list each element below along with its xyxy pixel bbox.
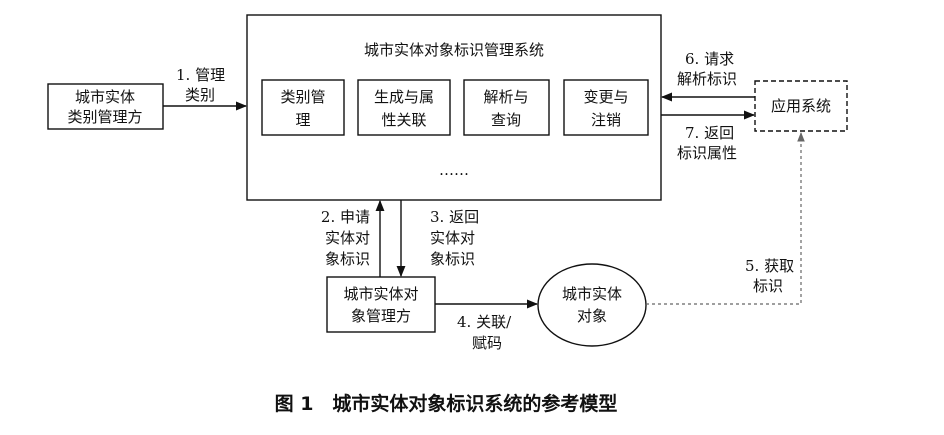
category-manager-label-2: 类别管理方 xyxy=(67,108,142,126)
module-resolve: 解析与 查询 xyxy=(463,79,550,136)
module-resolve-label-2: 查询 xyxy=(491,111,521,129)
module-generate: 生成与属 性关联 xyxy=(357,79,451,136)
module-change-label-1: 变更与 xyxy=(583,88,628,106)
edge-3-label-2: 实体对 xyxy=(430,229,475,247)
more-modules-ellipsis: …… xyxy=(439,161,469,179)
edge-1-label-2: 类别 xyxy=(185,86,215,104)
module-change: 变更与 注销 xyxy=(563,79,649,136)
module-category: 类别管 理 xyxy=(261,79,345,136)
object-manager-node: 城市实体对 象管理方 xyxy=(326,276,436,333)
edge-3-label-3: 象标识 xyxy=(430,250,475,268)
module-resolve-label-1: 解析与 xyxy=(483,88,528,106)
city-object-label-2: 对象 xyxy=(577,307,607,325)
edge-5-label-1: 5. 获取 xyxy=(745,257,794,275)
edge-2-label-2: 实体对 xyxy=(325,229,370,247)
edge-2-label-1: 2. 申请 xyxy=(321,208,370,226)
city-object-node: 城市实体 对象 xyxy=(537,263,647,347)
edge-4-label-1: 4. 关联/ xyxy=(457,313,512,331)
edge-6-label-1: 6. 请求 xyxy=(685,50,734,68)
edge-2-label-3: 象标识 xyxy=(325,250,370,268)
edge-7-label-2: 标识属性 xyxy=(677,144,737,162)
category-manager-node: 城市实体 类别管理方 xyxy=(47,83,164,130)
edge-7-label-1: 7. 返回 xyxy=(685,124,734,142)
module-category-label-1: 类别管 xyxy=(280,88,325,106)
edge-4-label-2: 赋码 xyxy=(472,334,502,352)
object-manager-label-2: 象管理方 xyxy=(351,307,411,325)
application-system-node: 应用系统 xyxy=(754,80,848,132)
edge-5-label-2: 标识 xyxy=(753,277,783,295)
figure-caption: 图 1 城市实体对象标识系统的参考模型 xyxy=(275,392,618,415)
module-generate-label-1: 生成与属 xyxy=(374,88,434,106)
category-manager-label-1: 城市实体 xyxy=(75,88,135,106)
management-system-node: 城市实体对象标识管理系统 类别管 理 生成与属 性关联 解析与 查询 变更与 注… xyxy=(246,14,662,201)
module-category-label-2: 理 xyxy=(295,111,310,129)
module-generate-label-2: 性关联 xyxy=(381,111,426,129)
application-system-label: 应用系统 xyxy=(771,97,831,115)
edge-1-label-1: 1. 管理 xyxy=(176,66,225,84)
edge-3-label-1: 3. 返回 xyxy=(430,208,479,226)
module-change-label-2: 注销 xyxy=(591,111,621,129)
object-manager-label-1: 城市实体对 xyxy=(343,285,418,303)
system-title: 城市实体对象标识管理系统 xyxy=(364,41,544,59)
edge-6-label-2: 解析标识 xyxy=(677,70,737,88)
city-object-label-1: 城市实体 xyxy=(562,285,622,303)
